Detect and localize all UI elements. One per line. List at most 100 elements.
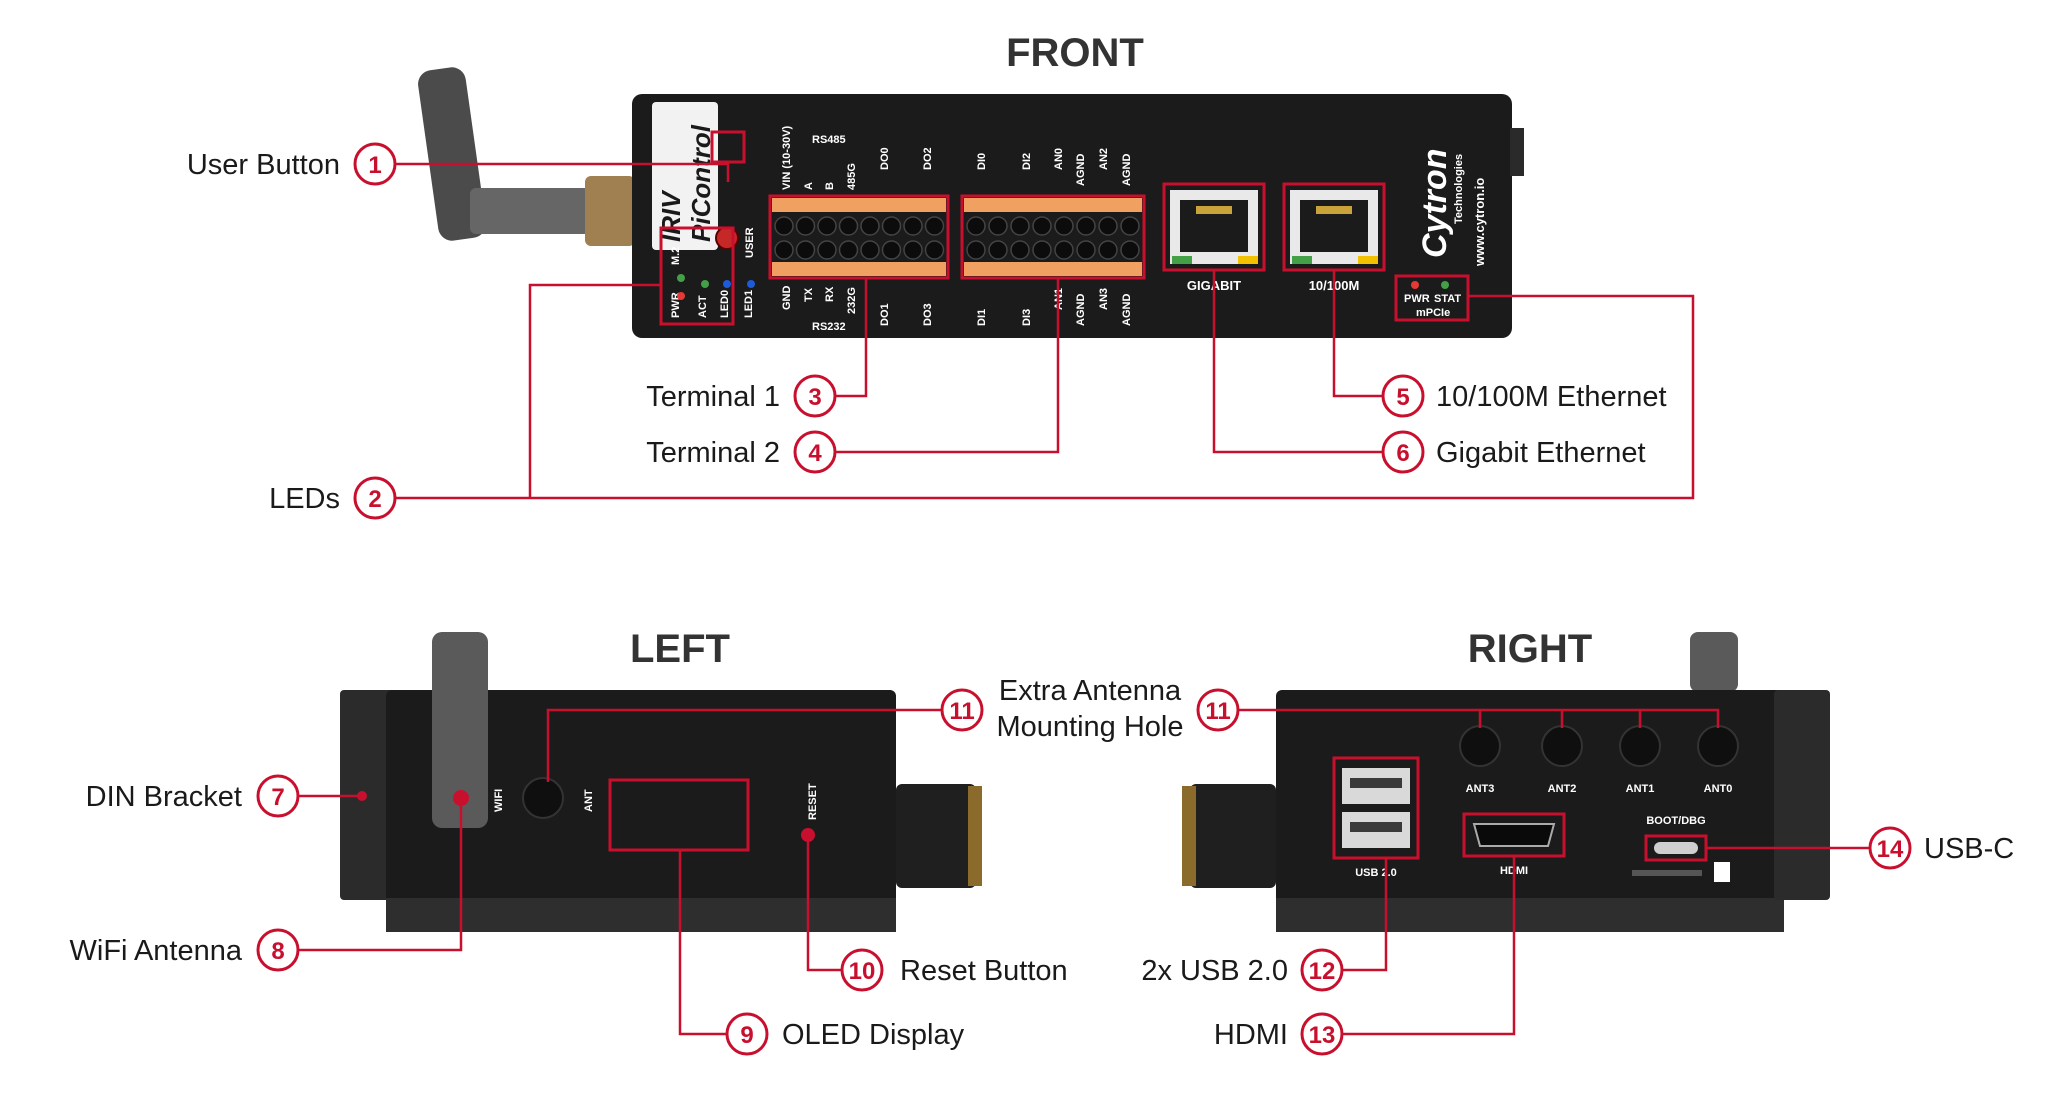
- callout-2-label: LEDs: [269, 483, 340, 515]
- ant2-print: ANT2: [1548, 783, 1577, 795]
- right-din-clip: [1190, 784, 1276, 888]
- ant3-print: ANT3: [1466, 783, 1495, 795]
- agnd-top-2-print: AGND: [1121, 154, 1133, 186]
- terminal-1-hole: [795, 240, 816, 260]
- front-antenna: [418, 67, 635, 246]
- mpcie-pwr-print: PWR: [1404, 293, 1430, 305]
- gigabit-ethernet-port[interactable]: [1162, 182, 1266, 272]
- left-body: [386, 690, 896, 932]
- callout-11-left-leader: [546, 708, 942, 782]
- callout-12-label: 2x USB 2.0: [1141, 955, 1288, 987]
- callout-11-label-line1: Extra Antenna: [999, 675, 1182, 707]
- terminal-1-hole: [795, 216, 816, 236]
- callout-14-number: 14: [1877, 836, 1904, 863]
- g485-print: 485G: [846, 163, 858, 190]
- do2-print: DO2: [922, 147, 934, 170]
- b-print: B: [824, 182, 836, 190]
- din-bracket: [340, 690, 396, 900]
- right-view: ANT3 ANT2 ANT1 ANT0 USB 2.0 HDMI BOOT/DB…: [1182, 632, 1830, 932]
- do3-print: DO3: [922, 303, 934, 326]
- user-button[interactable]: [715, 226, 739, 250]
- callout-14-label: USB-C: [1924, 833, 2014, 865]
- callout-9-number: 9: [740, 1022, 753, 1049]
- callout-6-leader: [1212, 270, 1383, 454]
- m2-led: [677, 274, 685, 282]
- ant2-hole: [1541, 725, 1583, 767]
- cytron-sub: Technologies: [1453, 154, 1465, 224]
- mpcie-stat-print: STAT: [1434, 293, 1461, 305]
- terminal-1-hole: [924, 216, 945, 236]
- callout-4-number: 4: [808, 440, 822, 467]
- callout-11-right-leader: [1238, 708, 1720, 728]
- terminal-2-hole: [988, 216, 1008, 236]
- led0-print: LED0: [719, 290, 731, 318]
- callout-5-number: 5: [1396, 384, 1409, 411]
- ant-print: ANT: [583, 789, 595, 812]
- callout-3-leader: [835, 278, 868, 398]
- right-antenna-stub: [1690, 632, 1738, 692]
- ant3-hole: [1459, 725, 1501, 767]
- callout-8-number: 8: [271, 938, 284, 965]
- g232-print: 232G: [846, 287, 858, 314]
- callout-11-label-line2: Mounting Hole: [997, 711, 1184, 743]
- right-body: [1276, 690, 1784, 932]
- callout-10-number: 10: [849, 958, 876, 985]
- terminal-2-hole: [1054, 216, 1074, 236]
- callout-10-leader: [806, 835, 842, 972]
- terminal-2-hole: [1098, 216, 1118, 236]
- usb2-print: USB 2.0: [1355, 867, 1397, 879]
- terminal-1-hole: [838, 216, 859, 236]
- callout-1-number: 1: [368, 152, 381, 179]
- callout-7-number: 7: [271, 784, 284, 811]
- terminal-1-hole: [774, 240, 794, 260]
- agnd-top-1-print: AGND: [1075, 154, 1087, 186]
- callout-5-leader: [1332, 270, 1383, 398]
- agnd-bottom-2-print: AGND: [1121, 294, 1133, 326]
- vin-print: VIN (10-30V): [781, 125, 793, 190]
- led0-indicator: [723, 280, 731, 288]
- website-print: www.cytron.io: [1472, 178, 1487, 267]
- callout-3-label: Terminal 1: [646, 381, 780, 413]
- terminal-2-hole: [1120, 216, 1140, 236]
- terminal-2-hole: [966, 216, 986, 236]
- front-side-tab: [1510, 128, 1524, 176]
- terminal-1-hole: [838, 240, 859, 260]
- terminal-2-hole: [1054, 240, 1074, 260]
- act-led-print: ACT: [697, 295, 709, 318]
- right-din-bracket: [1774, 690, 1830, 900]
- right-title: RIGHT: [1468, 627, 1592, 671]
- callout-8-leader: [298, 798, 463, 952]
- callout-4-leader: [835, 278, 1060, 454]
- terminal-1-hole: [817, 240, 837, 260]
- callout-11-right-number: 11: [1205, 698, 1230, 725]
- fast-ethernet-port[interactable]: [1282, 182, 1386, 272]
- di0-print: DI0: [976, 153, 988, 170]
- mpcie-led-group: PWR STAT mPCIe: [1394, 274, 1470, 322]
- ant0-hole: [1697, 725, 1739, 767]
- callout-1-leader: [395, 162, 730, 182]
- di1-print: DI1: [976, 309, 988, 326]
- callout-7-label: DIN Bracket: [86, 781, 242, 813]
- din-bracket-marker: [357, 791, 367, 801]
- terminal-2-hole: [988, 240, 1008, 260]
- callout-9-label: OLED Display: [782, 1019, 965, 1051]
- terminal-1-hole: [924, 240, 945, 260]
- terminal-1-hole: [903, 216, 923, 236]
- left-antenna-hole: [522, 777, 564, 819]
- callout-10-label: Reset Button: [900, 955, 1068, 987]
- usb2-ports[interactable]: [1332, 756, 1420, 860]
- callout-6-number: 6: [1396, 440, 1409, 467]
- callout-8-label: WiFi Antenna: [70, 935, 243, 967]
- terminal-2-hole: [1076, 216, 1096, 236]
- an2-print: AN2: [1098, 148, 1110, 170]
- led-group: M.2 PWR ACT LED0 LED1: [659, 226, 755, 326]
- do1-print: DO1: [879, 303, 891, 326]
- mpcie-stat-led: [1441, 281, 1449, 289]
- callout-2-leader-right: [395, 294, 1695, 500]
- m2-print: M.2: [670, 247, 682, 265]
- user-print: USER: [744, 227, 756, 258]
- pwr-led: [677, 292, 685, 300]
- terminal-2-hole: [1032, 216, 1052, 236]
- left-din-clip: [896, 784, 976, 888]
- cytron-logo: Cytron: [1416, 148, 1454, 258]
